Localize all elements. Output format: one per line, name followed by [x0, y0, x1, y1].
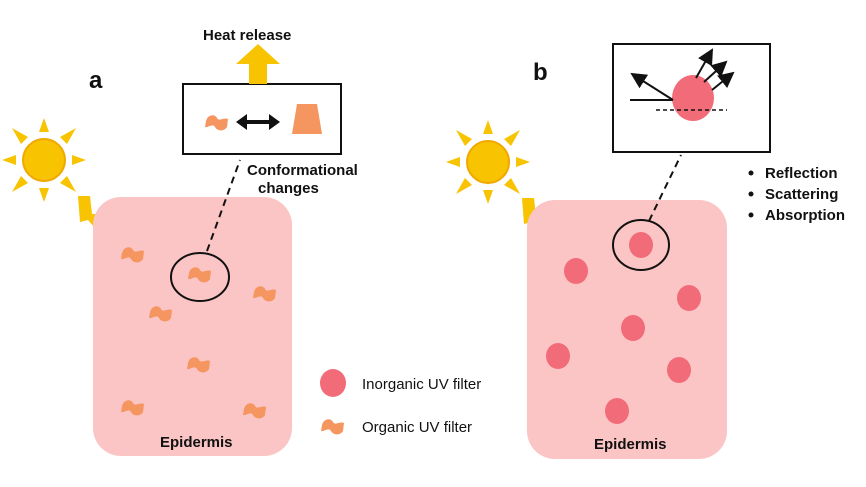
inorganic-filters-b — [546, 232, 701, 424]
mechanism-scattering: Scattering — [765, 186, 838, 203]
zoom-line-b — [648, 154, 682, 222]
mechanism-absorption: Absorption — [765, 207, 845, 224]
zoom-circle-b — [612, 219, 670, 271]
inorganic-filter-particle — [677, 285, 701, 311]
heat-release-label: Heat release — [203, 27, 291, 44]
conformational-label: Conformational — [247, 162, 358, 179]
inorganic-legend-icon — [320, 369, 346, 397]
inorganic-filter-particle — [605, 398, 629, 424]
inorganic-particle-icon — [672, 75, 714, 121]
epidermis-b-label: Epidermis — [594, 436, 667, 453]
epidermis-a-label: Epidermis — [160, 434, 233, 451]
inorganic-filter-particle — [629, 232, 653, 258]
inorganic-filter-particle — [621, 315, 645, 341]
sun-icon — [2, 118, 86, 202]
legend-inorganic-label: Inorganic UV filter — [362, 376, 481, 393]
bullet-icon — [748, 170, 754, 176]
panel-b-label: b — [533, 59, 548, 86]
inorganic-filter-particle — [546, 343, 570, 369]
changed-filter-icon — [292, 104, 322, 134]
zoom-circle-a — [170, 252, 230, 302]
mechanism-list: Reflection Scattering Absorption — [748, 165, 845, 224]
legend-organic-label: Organic UV filter — [362, 419, 472, 436]
light-rays-icon — [630, 48, 735, 101]
inorganic-filter-particle — [564, 258, 588, 284]
legend: Inorganic UV filter Organic UV filter — [320, 369, 481, 436]
changes-label: changes — [258, 180, 319, 197]
panel-b: b Epidermis — [446, 43, 845, 459]
double-arrow-icon — [236, 114, 280, 130]
panel-a-label: a — [89, 67, 103, 94]
mechanism-reflection: Reflection — [765, 165, 838, 182]
organic-legend-icon — [321, 419, 344, 435]
heat-arrow-icon — [236, 44, 280, 84]
bullet-icon — [748, 191, 754, 197]
sun-icon — [446, 120, 530, 204]
epidermis-a — [93, 197, 292, 456]
panel-a: a Epidermis — [2, 27, 358, 456]
bullet-icon — [748, 212, 754, 218]
inorganic-filter-particle — [667, 357, 691, 383]
zoom-line-a — [206, 159, 241, 252]
